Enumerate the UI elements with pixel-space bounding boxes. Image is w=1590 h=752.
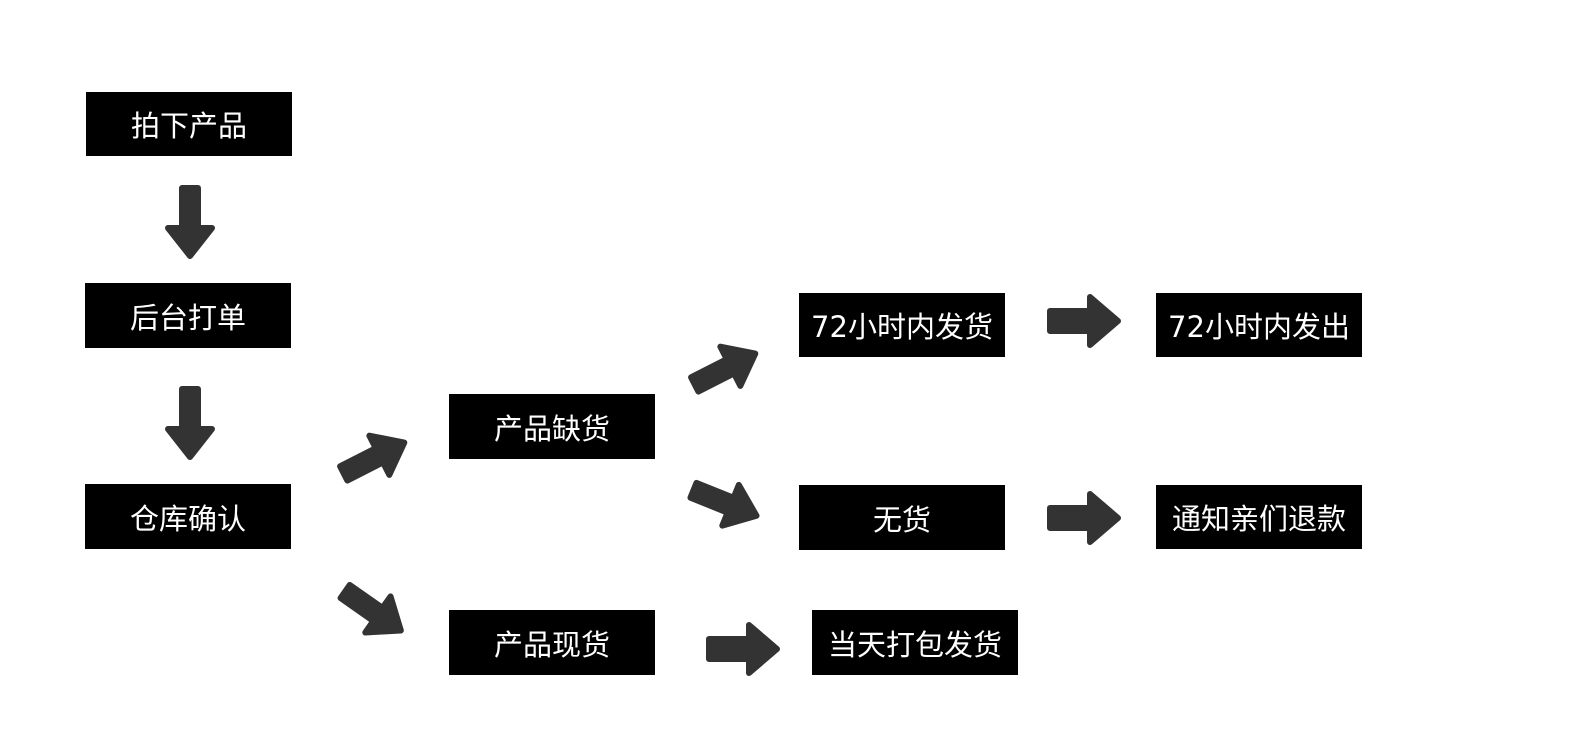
arrow-up-right-icon	[688, 343, 759, 395]
node-ship-72h: 72小时内发货	[799, 293, 1005, 357]
arrow-right-icon	[1047, 491, 1121, 545]
node-notify-refund: 通知亲们退款	[1156, 485, 1362, 549]
arrow-right-icon	[706, 622, 780, 676]
arrow-down-right-icon	[687, 479, 760, 529]
arrow-down-icon	[165, 386, 215, 460]
node-no-stock: 无货	[799, 485, 1005, 550]
node-backend-print: 后台打单	[85, 283, 291, 348]
arrow-up-right-icon	[337, 432, 408, 484]
node-same-day-pack: 当天打包发货	[812, 610, 1018, 675]
node-in-stock: 产品现货	[449, 610, 655, 675]
arrow-down-icon	[165, 185, 215, 259]
node-out-of-stock: 产品缺货	[449, 394, 655, 459]
arrow-down-right-icon	[337, 581, 404, 636]
node-sent-72h: 72小时内发出	[1156, 293, 1362, 357]
node-take-product: 拍下产品	[86, 92, 292, 156]
arrow-right-icon	[1047, 294, 1121, 348]
node-warehouse-confirm: 仓库确认	[85, 484, 291, 549]
